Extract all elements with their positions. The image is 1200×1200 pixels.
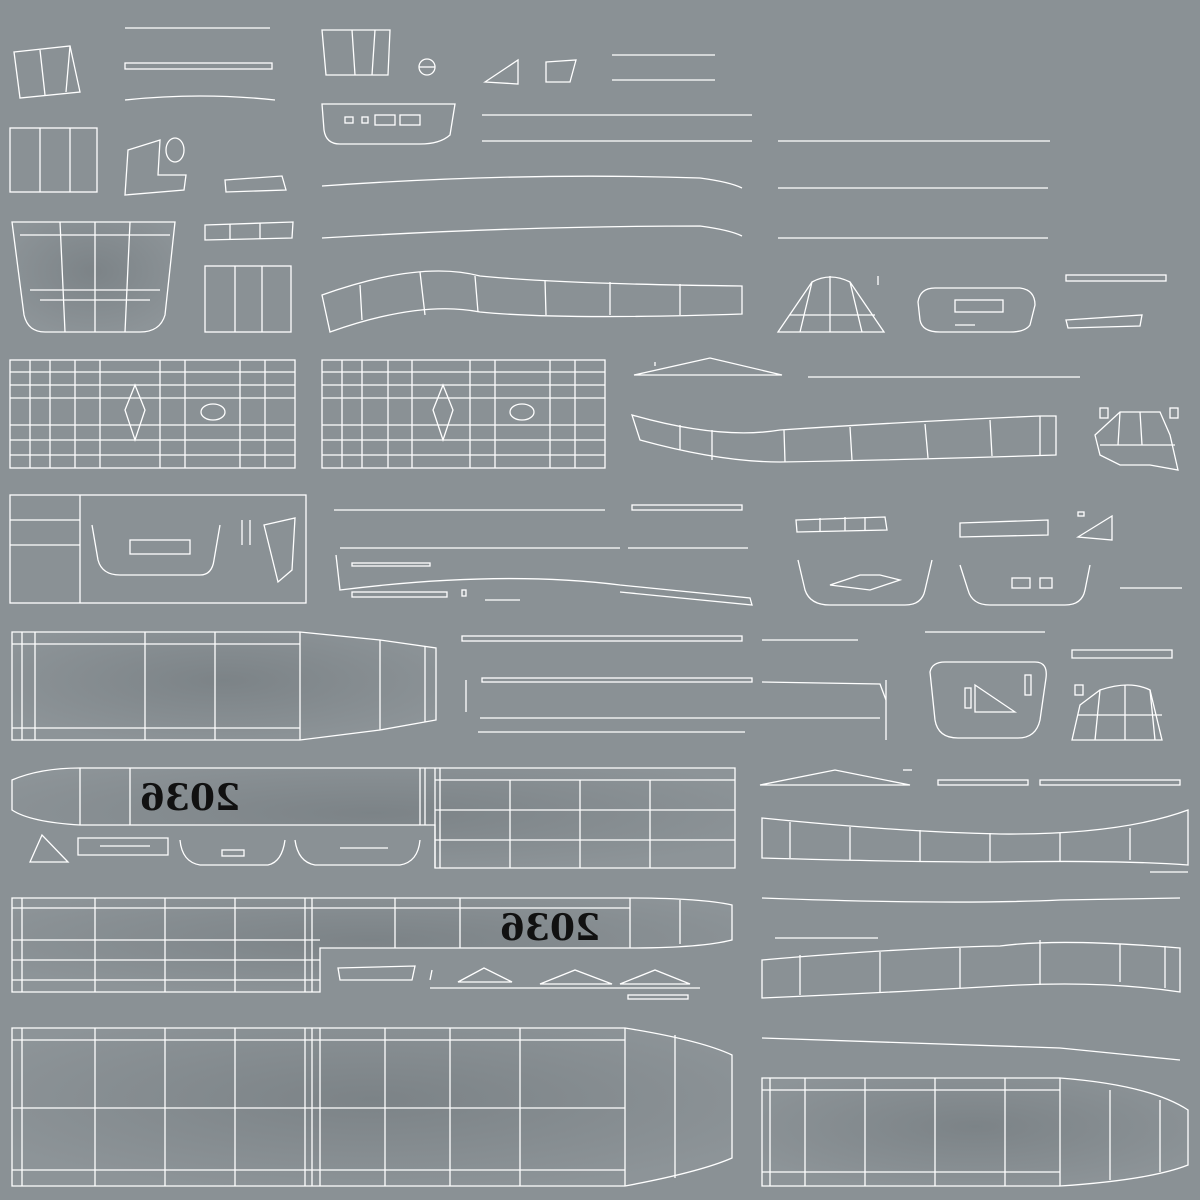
uv-island-wing-curve	[321, 270, 743, 333]
uv-island-nose-cone	[11, 221, 176, 333]
uv-island-grid-panel-2	[321, 359, 606, 469]
uv-island-tri-strip	[633, 357, 1080, 378]
uv-island-box-mid	[204, 265, 292, 333]
uv-island-longstrips-a	[482, 114, 1050, 239]
uv-island-seat-right	[1094, 407, 1179, 471]
tail-number-1: 2036	[140, 777, 240, 819]
uv-island-side-panel	[9, 494, 307, 604]
uv-island-tail-wing	[761, 809, 1189, 873]
uv-island-strips-right-3	[1065, 274, 1167, 329]
uv-island-small-bits-row7	[28, 833, 421, 866]
uv-island-strip-top	[124, 27, 276, 101]
uv-island-dome-2	[1071, 649, 1173, 741]
uv-island-rudder	[761, 940, 1181, 999]
uv-island-rails-b	[461, 631, 1045, 740]
uv-island-strip-small	[204, 221, 294, 241]
uv-island-panel-bucket	[321, 103, 456, 145]
uv-island-box-left	[9, 127, 98, 193]
uv-island-panel-oval	[917, 287, 1036, 333]
uv-island-long-rails	[334, 504, 753, 606]
uv-island-seat	[124, 137, 287, 196]
uv-island-fuselage-4	[11, 1027, 733, 1187]
uv-island-cockpit-panel	[929, 661, 1047, 739]
uv-island-fuselage-5	[761, 1077, 1189, 1187]
uv-island-tri-strip-2	[759, 769, 1181, 786]
uv-island-fin-small	[483, 58, 577, 85]
uv-island-fuselage-1	[11, 631, 437, 741]
uv-island-fuselage-2: 2036	[11, 767, 736, 869]
uv-island-canopy-small	[13, 45, 81, 99]
uv-island-strips-right-8	[761, 897, 1181, 939]
uv-island-strips-right-top	[612, 54, 715, 81]
uv-island-curve-strip	[321, 175, 743, 239]
uv-island-fuselage-3: 2036	[11, 897, 733, 993]
uv-island-canopy-profile	[797, 559, 1182, 606]
tail-number-2: 2036	[500, 907, 600, 949]
uv-island-small-bits-row8	[337, 965, 700, 1000]
uv-island-strips-right-9	[761, 1037, 1181, 1061]
uv-island-grid-panel-1	[9, 359, 296, 469]
uv-island-wing-lower	[631, 414, 1057, 463]
uv-island-wheel	[418, 58, 436, 76]
uv-island-dome	[776, 276, 886, 333]
uv-island-strips-mid-right	[795, 511, 1113, 541]
uv-island-canopy-frame	[321, 29, 391, 76]
